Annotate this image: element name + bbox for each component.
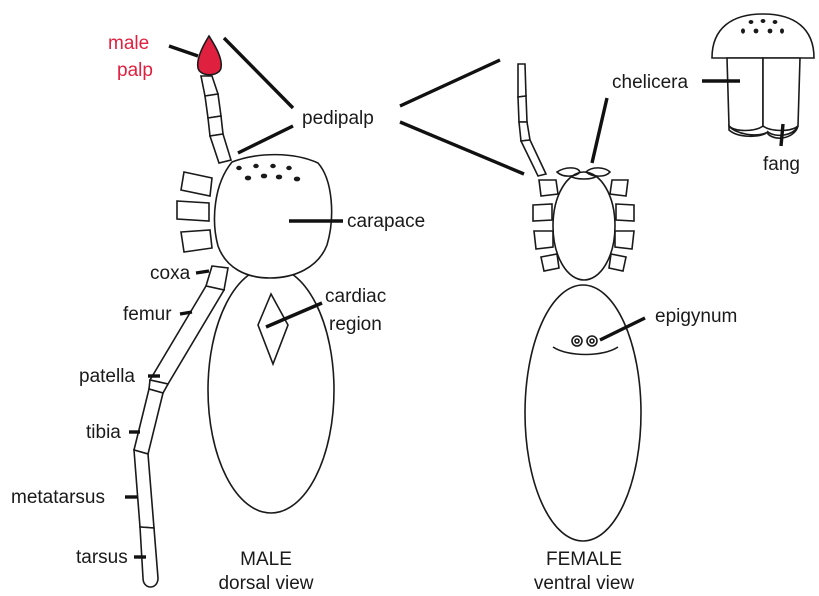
labels: male palp pedipalp chelicera fang carapa… (11, 33, 800, 594)
label-male-palp-2: palp (117, 60, 153, 81)
label-tarsus: tarsus (76, 547, 128, 568)
female-sternum (553, 172, 615, 280)
leader-lines (125, 38, 783, 557)
label-fang: fang (763, 154, 800, 175)
label-tibia: tibia (86, 422, 121, 443)
leg-metatarsus (134, 450, 154, 528)
label-female-title: FEMALE (546, 549, 622, 570)
male-palp-bulb (198, 36, 222, 75)
label-cardiac: cardiac (325, 286, 386, 307)
female-pedipalp (518, 64, 546, 176)
inset-chelicera-left (727, 58, 763, 131)
label-male-palp-1: male (108, 33, 149, 54)
label-chelicera: chelicera (612, 72, 688, 93)
label-male-title: MALE (240, 549, 292, 570)
label-coxa: coxa (150, 263, 191, 284)
label-carapace: carapace (347, 211, 425, 232)
label-pedipalp: pedipalp (302, 108, 374, 129)
chelicera-inset (712, 14, 814, 138)
female-abdomen (525, 285, 641, 541)
label-patella: patella (79, 366, 135, 387)
label-male-subtitle: dorsal view (218, 573, 313, 594)
male-pedipalp (201, 76, 231, 163)
female-spider (518, 64, 641, 541)
leg-tibia (134, 389, 163, 454)
label-region: region (329, 314, 382, 335)
male-carapace (215, 155, 332, 278)
label-epigynum: epigynum (655, 306, 737, 327)
male-leg-stubs (177, 172, 212, 252)
inset-chelicera-right (763, 58, 800, 131)
label-femur: femur (123, 304, 172, 325)
label-metatarsus: metatarsus (11, 487, 105, 508)
label-female-subtitle: ventral view (534, 573, 635, 594)
